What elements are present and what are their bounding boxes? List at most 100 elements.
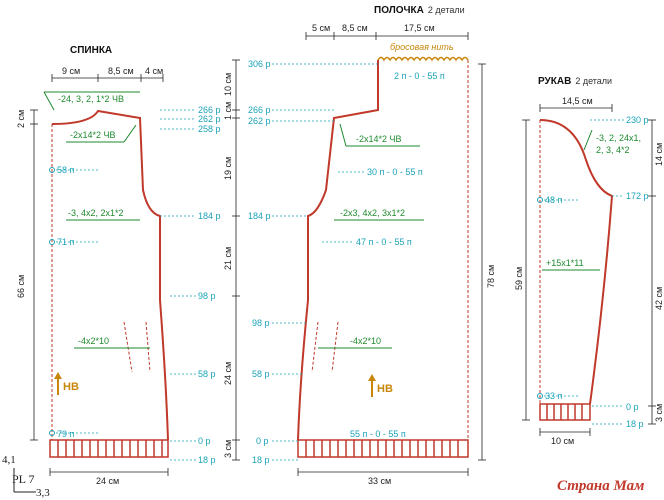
back-row-266: 266 р	[198, 105, 221, 115]
front-height-1: 1 см	[223, 102, 233, 120]
front-height-10: 10 см	[223, 73, 233, 96]
back-row-184: 184 р	[198, 211, 221, 221]
sleeve-height-42: 42 см	[654, 287, 664, 310]
front-row-labels: 306 р 266 р 262 р 184 р 98 р 58 р 0 р 18…	[248, 59, 378, 465]
legend-b: PL 7	[12, 472, 35, 486]
back-width-3: 4 см	[145, 66, 163, 76]
front-direction-label: НВ	[377, 383, 393, 395]
front-row-262: 262 р	[248, 116, 271, 126]
sleeve-width-top: 14,5 см	[562, 96, 593, 106]
back-dart-left	[123, 321, 133, 373]
front-note-shoulder: -2х14*2 ЧВ	[356, 134, 402, 144]
sleeve-height-3: 3 см	[654, 404, 664, 422]
sleeve-outline	[539, 119, 614, 405]
back-left-dimension: 2 см 66 см	[16, 109, 38, 441]
back-top-dimension: 9 см 8,5 см 4 см	[51, 66, 164, 82]
front-height-24: 24 см	[223, 362, 233, 385]
sleeve-width-bottom: 10 см	[551, 436, 574, 446]
needle-legend: 4,1 PL 7 3,3	[2, 454, 50, 499]
front-height-19: 19 см	[223, 157, 233, 180]
sleeve-loops-33: 33 п	[545, 391, 563, 401]
front-width-bottom: 33 см	[368, 476, 391, 486]
sleeve-row-0: 0 р	[626, 402, 639, 412]
sleeve-note-cap-2: 2, 3, 4*2	[596, 145, 630, 155]
front-width-3: 17,5 см	[404, 23, 435, 33]
watermark-text: Страна Мам	[557, 478, 644, 494]
back-outline	[51, 109, 169, 441]
back-width-bottom: 24 см	[96, 476, 119, 486]
back-row-0: 0 р	[198, 436, 211, 446]
legend-a: 4,1	[2, 454, 16, 466]
back-direction-label: НВ	[63, 381, 79, 393]
front-note-waist: -4х2*10	[350, 336, 381, 346]
back-loops-71: 71 п	[57, 237, 75, 247]
back-bottom-dimension: 24 см	[49, 468, 169, 486]
front-loops-30: 30 п - 0 - 55 п	[367, 167, 423, 177]
front-width-2: 8,5 см	[342, 23, 368, 33]
sleeve-row-230: 230 р	[626, 115, 649, 125]
back-note-neck: -24, 3, 2, 1*2 ЧВ	[58, 94, 124, 104]
back-loops-79: 79 п	[57, 429, 75, 439]
front-loops-top: 2 п - 0 - 55 п	[394, 71, 445, 81]
back-note-arm: -3, 4х2, 2х1*2	[68, 208, 124, 218]
sleeve-row-18: 18 р	[626, 419, 644, 429]
back-row-258: 258 р	[198, 124, 221, 134]
front-row-184: 184 р	[248, 211, 271, 221]
front-loops-55: 55 п - 0 - 55 п	[350, 429, 406, 439]
front-row-58: 58 р	[252, 369, 270, 379]
sleeve-right-dimension: 14 см 42 см 3 см	[648, 119, 664, 425]
sleeve-height-59: 59 см	[514, 267, 524, 290]
back-height-66: 66 см	[16, 275, 26, 298]
sleeve-ribbing	[539, 403, 591, 421]
front-width-1: 5 см	[312, 23, 330, 33]
sleeve-loop-markers: 48 п 33 п	[537, 195, 580, 401]
back-note-waist: -4х2*10	[78, 336, 109, 346]
front-dart-left	[311, 321, 319, 373]
front-height-21: 21 см	[223, 247, 233, 270]
back-loops-58: 58 п	[57, 165, 75, 175]
front-row-306: 306 р	[248, 59, 271, 69]
front-height-78: 78 см	[486, 265, 496, 288]
front-row-18: 18 р	[252, 455, 270, 465]
sleeve-bottom-dimension: 10 см	[539, 428, 591, 446]
sleeve-row-labels: 230 р 172 р 0 р 18 р	[590, 115, 649, 429]
back-width-1: 9 см	[62, 66, 80, 76]
front-height-3: 3 см	[223, 440, 233, 458]
front-row-0: 0 р	[256, 436, 269, 446]
sleeve-left-dimension: 59 см	[514, 119, 530, 421]
back-row-58: 58 р	[198, 369, 216, 379]
front-dart-right	[331, 321, 339, 373]
front-loops-47: 47 п - 0 - 55 п	[356, 237, 412, 247]
legend-c: 3,3	[36, 487, 50, 499]
sleeve-top-dimension: 14,5 см	[539, 96, 613, 112]
sleeve-row-172: 172 р	[626, 191, 649, 201]
front-row-98: 98 р	[252, 318, 270, 328]
front-note-arm: -2х3, 4х2, 3х1*2	[340, 208, 405, 218]
front-loop-markers: 2 п - 0 - 55 п 30 п - 0 - 55 п 47 п - 0 …	[322, 71, 445, 439]
front-ribbing	[297, 439, 469, 458]
back-row-262: 262 р	[198, 114, 221, 124]
front-top-dimension: 5 см 8,5 см 17,5 см	[305, 23, 469, 40]
back-note-shoulder: -2х14*2 ЧВ	[70, 130, 116, 140]
back-direction-arrow: НВ	[54, 372, 79, 395]
front-row-266: 266 р	[248, 105, 271, 115]
back-row-98: 98 р	[198, 291, 216, 301]
back-ribbing	[49, 439, 169, 458]
front-cast-note: бросовая нить	[390, 42, 454, 52]
sleeve-height-14: 14 см	[654, 143, 664, 166]
front-outline	[297, 60, 379, 441]
back-row-18: 18 р	[198, 455, 216, 465]
sleeve-note-increase: +15х1*11	[546, 258, 584, 268]
front-right-dimension: 78 см	[478, 63, 496, 461]
back-row-labels: 266 р 262 р 258 р 184 р 98 р 58 р 0 р 18…	[160, 105, 221, 465]
sleeve-loops-48: 48 п	[545, 195, 563, 205]
front-bottom-dimension: 33 см	[297, 468, 469, 486]
front-left-dimension: 10 см 1 см 19 см 21 см 24 см 3 см	[223, 59, 240, 461]
back-loop-markers: 58 п 71 п 79 п	[49, 165, 100, 439]
front-waste-yarn	[377, 56, 469, 62]
front-direction-arrow: НВ	[368, 374, 393, 397]
back-height-2: 2 см	[16, 110, 26, 128]
